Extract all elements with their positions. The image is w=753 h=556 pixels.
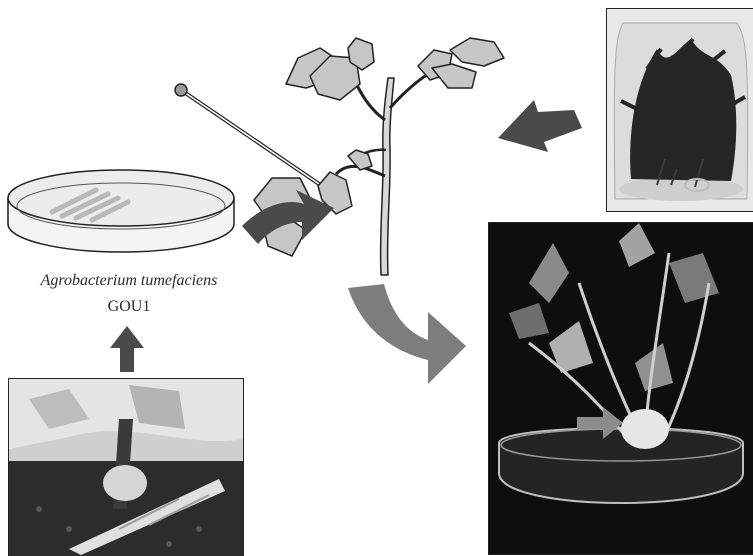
bacterium-species-label: Agrobacterium tumefaciens <box>0 272 258 290</box>
callus-culture-photo <box>488 222 753 555</box>
tumor <box>103 465 147 501</box>
crown-gall-photo <box>8 378 244 556</box>
regeneration-arrow <box>348 284 466 384</box>
bacterium-strain-label: GOU1 <box>0 298 258 316</box>
plant-cutting <box>254 38 504 275</box>
inoculation-needle <box>175 84 322 186</box>
callus-mass <box>621 409 669 449</box>
shoot-culture-photo <box>606 8 753 212</box>
tumor-to-bacterium-arrow <box>110 326 144 372</box>
leaf <box>450 38 504 66</box>
petri-dish <box>8 170 234 252</box>
jar-to-plant-arrow <box>498 100 582 152</box>
leaf <box>432 64 476 88</box>
